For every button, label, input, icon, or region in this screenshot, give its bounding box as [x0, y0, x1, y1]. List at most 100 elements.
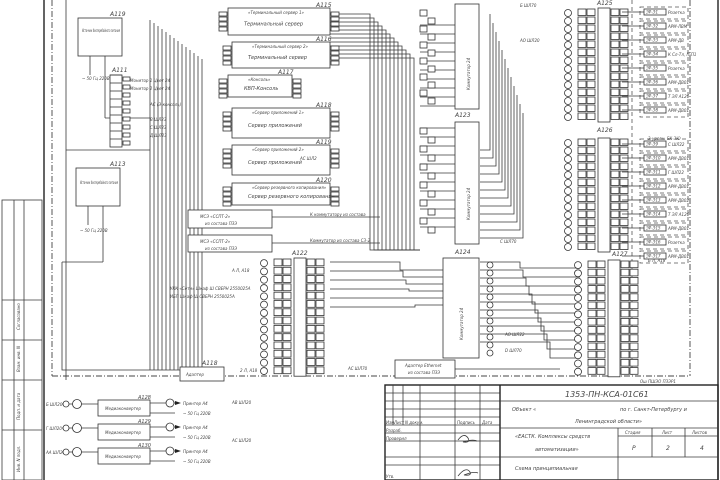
terminal: [620, 358, 630, 367]
port: [292, 93, 302, 99]
terminal: [419, 41, 428, 49]
terminal: [273, 366, 283, 375]
device-label: ЭР-Э6: [645, 80, 658, 85]
terminal: [577, 112, 587, 120]
svg-text:Утв.: Утв.: [386, 474, 394, 479]
port: [222, 158, 232, 164]
firewall-1: МСЭ «ССПТ-2» из состава ПЗЭ К коммутатор…: [187, 209, 366, 229]
connector-icon: [564, 179, 572, 187]
terminal: [610, 112, 620, 120]
port: [222, 55, 232, 61]
device-note: Розетка: [668, 240, 685, 245]
connector-icon: [72, 399, 82, 409]
terminal: [122, 84, 131, 90]
terminal: [273, 333, 283, 341]
connector-icon: [486, 293, 494, 301]
device-note: АРМ-ДВ01: [667, 254, 689, 259]
terminal: [619, 80, 629, 88]
terminal: [610, 56, 620, 64]
device-label: ЭР-Э3: [645, 38, 658, 43]
server-box: [231, 107, 331, 139]
device-label: ЭР-Э15: [645, 226, 661, 231]
terminal: [610, 96, 620, 104]
svg-text:Монитор 2 Цвет 24: Монитор 2 Цвет 24: [130, 86, 171, 91]
label: 3-уровн. ЕК-3Ю: [648, 136, 681, 141]
connector-icon: [260, 333, 268, 342]
terminal: [596, 342, 606, 351]
svg-text:МСЭ «ССПТ-2»: МСЭ «ССПТ-2»: [200, 214, 231, 219]
svg-text:из состава ПЗЭ: из состава ПЗЭ: [408, 370, 440, 375]
terminal: [282, 291, 292, 300]
port: [330, 111, 340, 117]
device-label: ЭР-Э12: [645, 184, 661, 189]
connector-icon: [486, 301, 494, 309]
terminal: [610, 146, 620, 154]
server-box: [231, 41, 331, 69]
strip-body: [597, 7, 611, 123]
block-title: Источник бесперебойного питания: [82, 28, 120, 33]
block-subtitle: «Сервер резервного копирования»: [252, 185, 327, 190]
signature: [457, 469, 479, 477]
svg-text:ИБП Шкаф Ш СВЕРН 2550025А: ИБП Шкаф Ш СВЕРН 2550025А: [170, 294, 235, 299]
block-title: Сервер приложений: [248, 160, 303, 166]
port: [222, 126, 232, 132]
terminal: [122, 124, 131, 130]
terminal: [586, 170, 596, 178]
ups-block-1: А119 Источник бесперебойного питания ~ 5…: [77, 11, 126, 118]
device-note: АРМ-ЛВМ: [667, 24, 688, 29]
port: [222, 196, 232, 202]
svg-text:Р: Р: [632, 445, 636, 452]
terminal: [619, 72, 629, 80]
block-title: Медиаконвертер: [105, 454, 141, 459]
port: [330, 50, 340, 56]
terminal: [419, 127, 428, 135]
terminal: [620, 293, 630, 301]
terminal: [306, 333, 316, 341]
terminal-column-body: [109, 74, 123, 148]
label: АС ШЛ20: [231, 438, 252, 443]
terminal: [610, 242, 620, 250]
svg-text:АО ШЛ22: АО ШЛ22: [504, 332, 525, 337]
connector-icon: [564, 171, 572, 179]
device-label: ЭР-Э8: [645, 108, 658, 113]
svg-text:С ШЛ23: С ШЛ23: [150, 125, 167, 130]
terminal: [619, 226, 629, 234]
port: [222, 60, 232, 66]
connector-icon: [486, 341, 494, 349]
terminal: [315, 349, 325, 358]
terminal: [620, 309, 630, 318]
terminal: [427, 97, 436, 105]
terminal: [610, 48, 620, 56]
terminal: [610, 16, 620, 24]
terminal: [610, 234, 620, 242]
terminal: [610, 104, 620, 112]
terminal: [620, 276, 630, 285]
terminal: [577, 154, 587, 162]
terminal: [577, 80, 587, 88]
terminal: [596, 317, 606, 326]
device-label: ЭР-Э7: [645, 94, 658, 99]
terminal: [596, 268, 606, 277]
port: [330, 116, 340, 122]
connector-icon: [260, 275, 268, 284]
device-label: ЭР-Э4: [645, 52, 658, 57]
port: [330, 153, 340, 159]
block-id: А128: [137, 395, 151, 401]
terminal: [586, 8, 596, 16]
terminal: [619, 178, 629, 186]
terminal: [620, 350, 630, 359]
port: [330, 163, 340, 169]
terminal: [610, 40, 620, 48]
label: АВ ШЛ20: [231, 400, 252, 405]
terminal: [596, 285, 606, 293]
terminal: [610, 72, 620, 80]
terminal: [629, 350, 639, 359]
port: [330, 196, 340, 202]
connector-icon: [260, 267, 268, 276]
device-note: АРМ-ДВ01: [667, 226, 689, 231]
terminal: [306, 341, 316, 350]
terminal: [419, 57, 428, 65]
